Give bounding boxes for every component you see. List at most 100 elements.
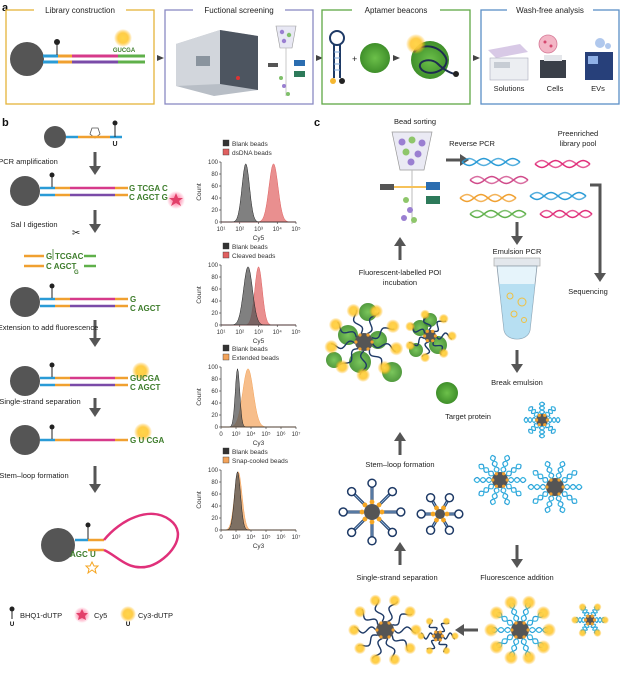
fluorophore-glow	[438, 348, 449, 359]
quencher-icon	[54, 39, 60, 55]
fluorophore-glow	[504, 650, 519, 665]
target-protein-label: Target protein	[445, 412, 491, 421]
loop	[346, 486, 357, 497]
dna-strand	[502, 487, 511, 506]
fluorophore-glow	[425, 617, 434, 626]
dna-helix	[459, 193, 517, 203]
bead-marker	[590, 614, 594, 618]
dna-strand	[478, 484, 495, 497]
dna-strand	[546, 460, 555, 479]
x-tick-label: 10³	[232, 432, 241, 438]
histogram-curve	[221, 368, 296, 428]
fluorophore-glow	[489, 640, 504, 655]
x-tick-label: 0	[219, 432, 223, 438]
y-axis-label: Count	[196, 491, 203, 509]
fluor-poi-label-line2: incubation	[383, 278, 417, 287]
bead-marker	[491, 478, 495, 482]
bead-marker	[431, 329, 435, 333]
fluorophore-glow	[385, 319, 400, 334]
fluorophore-glow	[578, 603, 587, 612]
legend-swatch	[222, 456, 230, 464]
fluorescent-bead-cluster	[484, 595, 609, 665]
histogram-curve	[221, 266, 296, 326]
svg-text:G: G	[74, 270, 79, 276]
x-tick-label: 10⁵	[291, 226, 301, 233]
bead-marker	[535, 418, 539, 422]
fluorophore-glow	[438, 313, 449, 324]
y-tick-label: 20	[211, 516, 218, 522]
x-tick-label: 10³	[232, 535, 241, 541]
dna-strand	[557, 495, 566, 514]
hairpin-aptamer-icon	[329, 30, 345, 84]
fluorophore-glow	[404, 605, 417, 618]
bead-marker	[561, 485, 565, 489]
y-tick-label: 0	[215, 425, 219, 431]
fluorophore-glow-icon	[406, 34, 426, 54]
pcr-product-construct: G TCGA C C AGCT G	[10, 172, 185, 209]
bead-marker	[522, 635, 526, 639]
bead-marker	[522, 621, 526, 625]
histogram-curve	[221, 266, 296, 326]
fluorophore-glow	[593, 628, 602, 637]
fluorophore-glow	[405, 340, 416, 351]
sequencing-arrow-icon	[590, 183, 606, 282]
loop	[367, 536, 377, 546]
bead-marker	[379, 635, 383, 639]
fluorophore-glow	[353, 642, 366, 655]
histogram-curve	[221, 163, 296, 223]
dna-strand	[506, 483, 522, 496]
fluorophore	[369, 499, 375, 505]
break-emulsion-label: Break emulsion	[491, 378, 543, 387]
x-axis-label: Cy5	[253, 235, 265, 242]
ev-instrument-icon	[585, 38, 613, 80]
bead-marker	[375, 628, 379, 632]
loop	[387, 527, 398, 538]
solutions-label: Solutions	[494, 84, 525, 93]
histogram-curve	[221, 471, 296, 531]
bead-marker	[431, 634, 436, 638]
dna-strand	[544, 460, 553, 479]
microscope-cells-icon	[538, 34, 566, 78]
y-tick-label: 60	[211, 389, 218, 395]
y-tick-label: 20	[211, 208, 218, 214]
fluorophore	[444, 511, 450, 517]
x-tick-label: 10⁵	[261, 534, 271, 541]
loop	[396, 507, 406, 517]
fluorophore	[376, 502, 382, 508]
loop	[416, 509, 426, 519]
y-tick-label: 40	[211, 504, 218, 510]
fluorophore	[441, 505, 446, 511]
single-strand-bead-cluster	[348, 594, 459, 666]
target-protein-icon	[360, 43, 390, 73]
fluorophore-glow	[484, 623, 498, 637]
bead-marker	[387, 635, 391, 639]
stem-loop-label: Stem–loop formation	[365, 460, 434, 469]
fluorophore-glow	[335, 359, 350, 374]
y-tick-label: 0	[215, 528, 219, 534]
fluorophore-glow	[346, 303, 361, 318]
bead-marker	[537, 423, 541, 427]
bead-marker	[545, 485, 549, 489]
bead-icon	[10, 42, 44, 76]
fluorophore	[362, 502, 368, 508]
fluorophore	[376, 516, 382, 522]
x-tick-label: 10⁶	[276, 534, 286, 541]
legend-swatch	[222, 447, 230, 455]
fluorophore-glow	[504, 595, 519, 610]
dna-strand	[546, 495, 555, 514]
bead-marker	[583, 618, 588, 622]
dna-strand	[544, 495, 553, 514]
legend-label: Blank beads	[232, 449, 269, 456]
bead-marker	[423, 334, 427, 338]
dna-strand	[563, 483, 583, 491]
svg-text:G U CGA: G U CGA	[130, 436, 164, 445]
loop	[367, 478, 377, 488]
bead	[511, 621, 529, 639]
bead-marker	[545, 418, 550, 422]
dna-strand	[547, 416, 561, 424]
dna-strand	[563, 483, 583, 491]
step-arrow-icon	[89, 152, 101, 175]
y-tick-label: 80	[211, 172, 218, 178]
bead-marker	[510, 628, 514, 632]
